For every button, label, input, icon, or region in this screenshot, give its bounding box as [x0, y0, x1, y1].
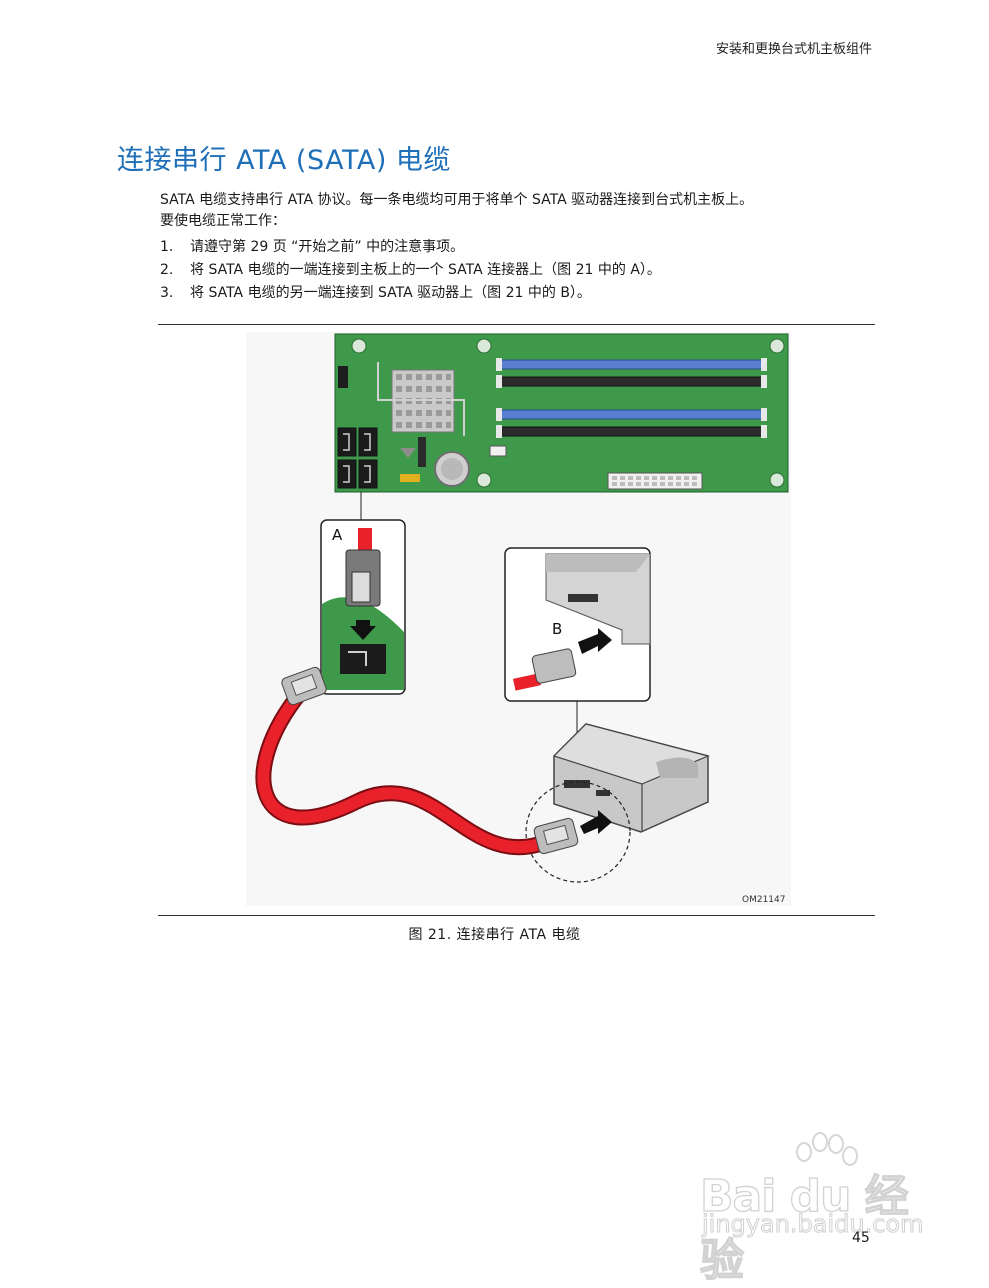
detail-circle [525, 781, 631, 883]
inset-b [504, 547, 651, 702]
step-text: 将 SATA 电缆的一端连接到主板上的一个 SATA 连接器上（图 21 中的 … [190, 262, 661, 278]
step-number: 3. [160, 285, 174, 301]
inset-a [320, 519, 406, 695]
intro-line-2: 要使电缆正常工作： [160, 213, 286, 229]
figure-illustration: A B OM21147 [246, 332, 791, 906]
paw-toe [812, 1132, 828, 1152]
step-number: 2. [160, 262, 174, 278]
step-text: 请遵守第 29 页 “开始之前” 中的注意事项。 [190, 239, 465, 255]
step-item: 2. 将 SATA 电缆的一端连接到主板上的一个 SATA 连接器上（图 21 中… [160, 259, 880, 282]
step-item: 1. 请遵守第 29 页 “开始之前” 中的注意事项。 [160, 236, 880, 259]
callout-b-label: B [552, 620, 562, 638]
paw-toe [828, 1134, 844, 1154]
intro-line-1: SATA 电缆支持串行 ATA 协议。每一条电缆均可用于将单个 SATA 驱动器… [160, 192, 754, 208]
step-number: 1. [160, 239, 174, 255]
step-text: 将 SATA 电缆的另一端连接到 SATA 驱动器上（图 21 中的 B）。 [190, 285, 591, 301]
section-title: 连接串行 ATA (SATA) 电缆 [117, 145, 451, 176]
watermark-url: jingyan.baidu.com [701, 1210, 924, 1239]
motherboard-illustration [334, 333, 789, 493]
insert-arrow [580, 810, 612, 834]
hard-drive-illustration [552, 723, 710, 833]
intro-paragraph: SATA 电缆支持串行 ATA 协议。每一条电缆均可用于将单个 SATA 驱动器… [160, 190, 880, 232]
sata-connection-figure: A B OM21147 [246, 332, 791, 906]
figure-top-rule [158, 324, 875, 325]
baidu-watermark: Bai du 经验 jingyan.baidu.com [699, 1130, 940, 1287]
step-item: 3. 将 SATA 电缆的另一端连接到 SATA 驱动器上（图 21 中的 B）。 [160, 282, 880, 305]
paw-toe [796, 1142, 812, 1162]
figure-part-number: OM21147 [742, 895, 785, 905]
page-number: 45 [852, 1230, 870, 1246]
steps-list: 1. 请遵守第 29 页 “开始之前” 中的注意事项。 2. 将 SATA 电缆的一… [160, 236, 880, 305]
figure-caption: 图 21. 连接串行 ATA 电缆 [408, 927, 581, 943]
sata-cable [255, 666, 579, 856]
callout-a-label: A [332, 526, 343, 544]
figure-bottom-rule [158, 915, 875, 916]
watermark-main-text: Bai du 经验 [699, 1170, 909, 1286]
paw-toe [842, 1146, 858, 1166]
running-header: 安装和更换台式机主板组件 [715, 42, 872, 57]
